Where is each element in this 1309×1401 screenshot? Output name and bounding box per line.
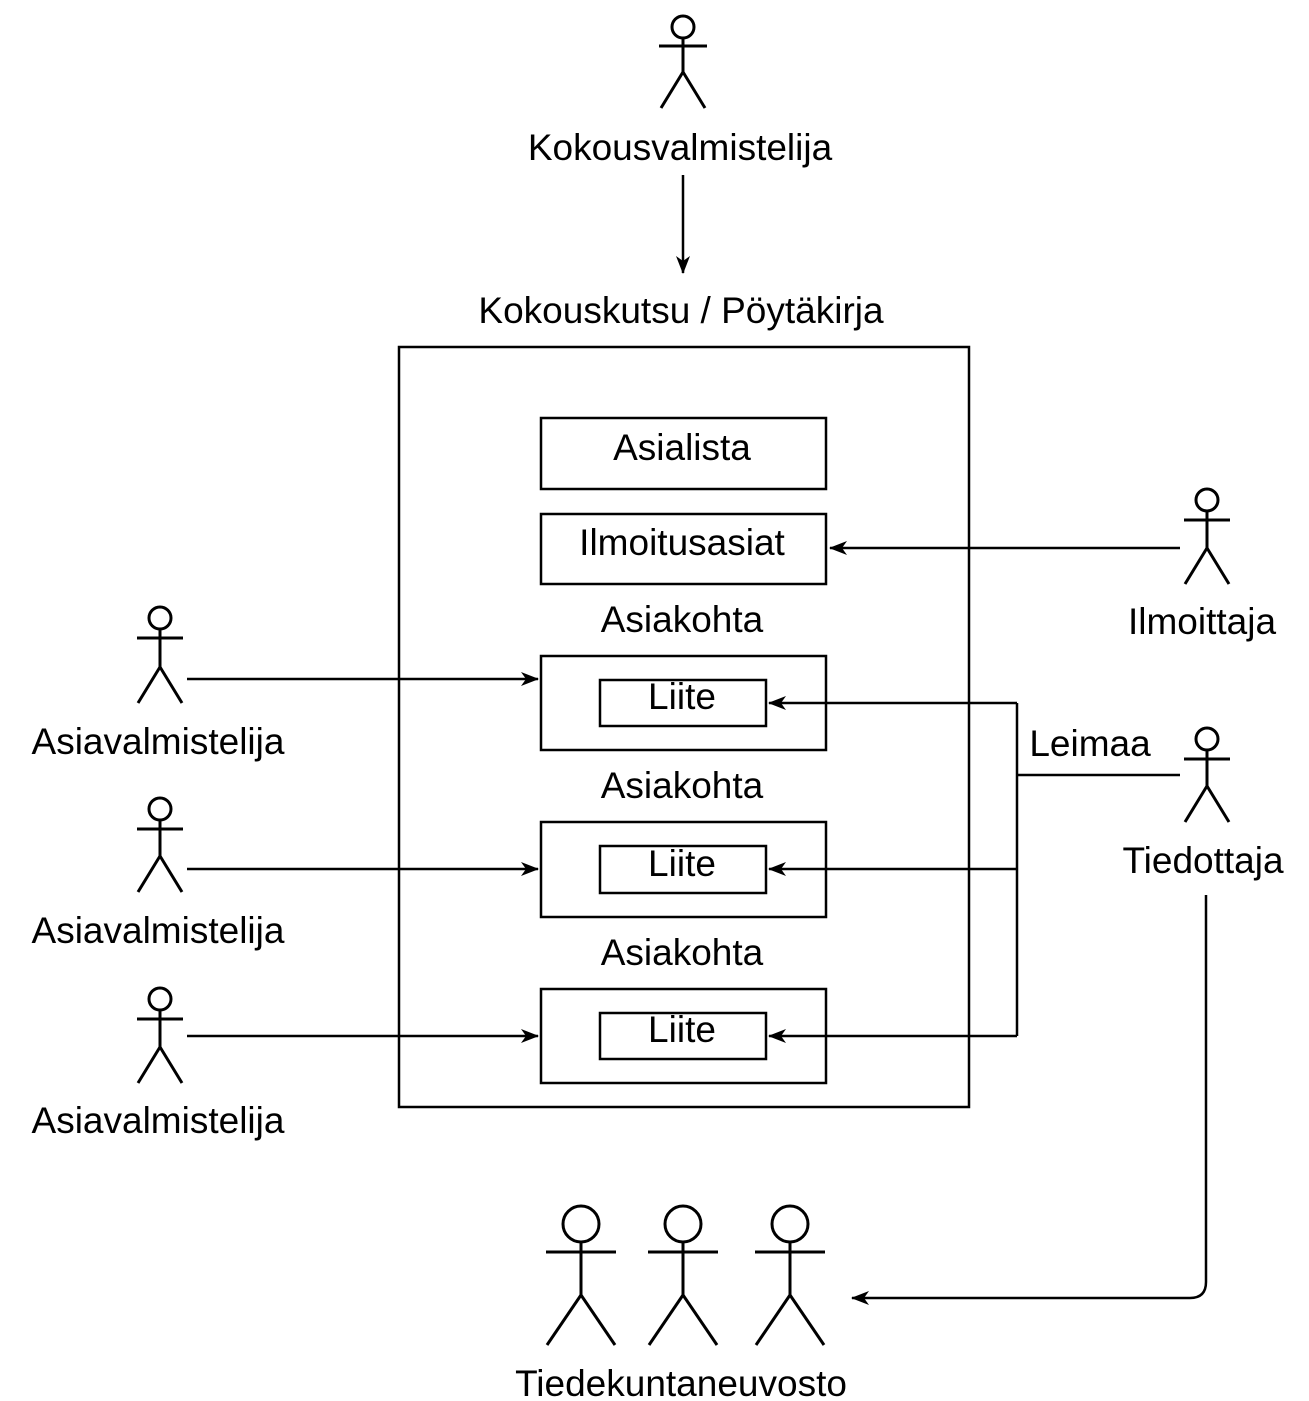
actor-case-preparer-3: Asiavalmistelija (32, 986, 285, 1141)
agenda-label: Asialista (613, 427, 751, 468)
actor-faculty-council: Tiedekuntaneuvosto (515, 1204, 847, 1401)
item-label-3: Asiakohta (601, 932, 764, 973)
actor-label-meeting-preparer: Kokousvalmistelija (528, 127, 833, 168)
attachment-box-3: Liite (598, 1009, 768, 1061)
actor-label-faculty-council: Tiedekuntaneuvosto (515, 1363, 847, 1401)
attachment-label-1: Liite (648, 676, 716, 717)
person-icon (754, 1204, 826, 1346)
attachment-label-3: Liite (648, 1009, 716, 1050)
actor-label-case-preparer-3: Asiavalmistelija (32, 1100, 285, 1141)
actor-label-announcer: Ilmoittaja (1128, 601, 1276, 642)
attachment-box-1: Liite (598, 676, 768, 728)
actor-case-preparer-2: Asiavalmistelija (32, 796, 285, 951)
actor-label-case-preparer-1: Asiavalmistelija (32, 721, 285, 762)
person-icon (1183, 487, 1231, 585)
person-icon (136, 605, 184, 704)
stamp-connector (768, 696, 1180, 1043)
announcements-label: Ilmoitusasiat (579, 522, 785, 563)
person-icon (136, 986, 184, 1084)
actor-communicator: Tiedottaja (1122, 726, 1284, 881)
actor-meeting-preparer: Kokousvalmistelija (528, 14, 833, 168)
item-label-1: Asiakohta (601, 599, 764, 640)
actor-announcer: Ilmoittaja (1128, 487, 1276, 642)
attachment-box-2: Liite (598, 843, 768, 895)
person-icon (647, 1204, 719, 1346)
attachment-label-2: Liite (648, 843, 716, 884)
person-icon (1183, 726, 1231, 823)
person-icon (659, 14, 707, 109)
person-icon (136, 796, 184, 893)
arrow-to-faculty-council (851, 895, 1208, 1305)
person-icon (545, 1204, 617, 1346)
edge-label-stamp: Leimaa (1029, 723, 1151, 764)
announcements-box: Ilmoitusasiat (539, 512, 828, 586)
actor-case-preparer-1: Asiavalmistelija (32, 605, 285, 762)
item-box-1: Liite (539, 654, 828, 752)
agenda-box: Asialista (539, 416, 828, 491)
actor-label-case-preparer-2: Asiavalmistelija (32, 910, 285, 951)
invitation-minutes-container (397, 345, 971, 1109)
item-label-2: Asiakohta (601, 765, 764, 806)
actor-label-communicator: Tiedottaja (1122, 840, 1284, 881)
container-title: Kokouskutsu / Pöytäkirja (478, 290, 884, 331)
